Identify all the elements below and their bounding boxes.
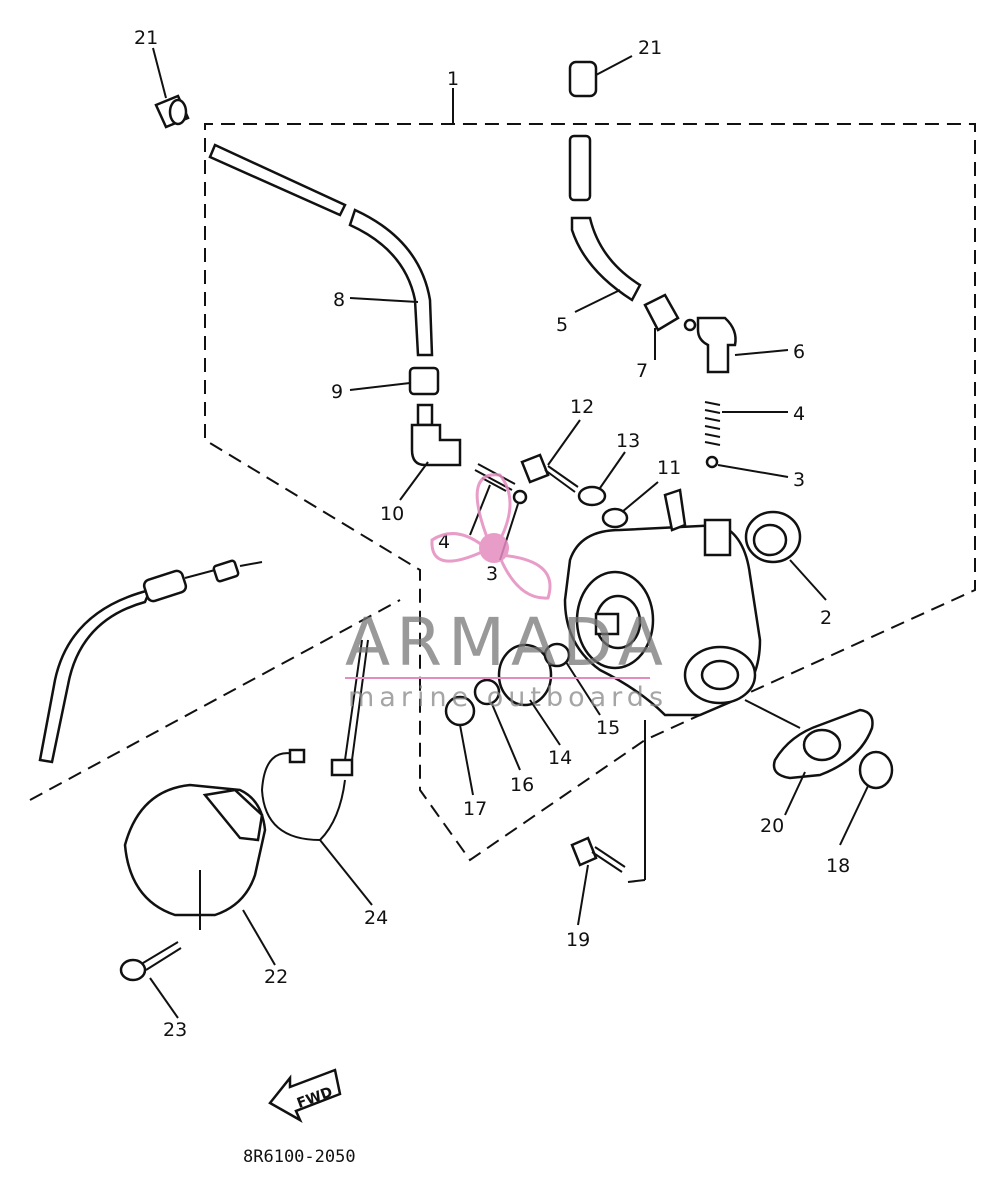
ball-3-left	[512, 489, 528, 505]
callout-21-left: 21	[134, 27, 158, 49]
callout-13: 13	[616, 430, 640, 452]
bolt-12	[520, 453, 579, 493]
oil-seal-2	[744, 510, 802, 564]
washer-13	[577, 485, 607, 507]
ball-3-right	[705, 455, 719, 469]
callout-18: 18	[826, 855, 850, 877]
callout-16: 16	[510, 774, 534, 796]
callout-7: 7	[636, 360, 648, 382]
washer-15	[543, 642, 571, 668]
cap-21-right	[568, 60, 598, 98]
diagram-code: 8R6100-2050	[243, 1147, 356, 1167]
washer-18	[858, 750, 894, 790]
spring-4-left	[474, 463, 516, 492]
assembly-boundary	[29, 88, 976, 862]
hose-clip-7	[643, 293, 680, 332]
spring-4-right	[704, 401, 721, 446]
callout-5: 5	[556, 314, 568, 336]
washer-11	[601, 507, 629, 529]
callout-1: 1	[447, 68, 459, 90]
bolt-19	[570, 836, 626, 873]
elbow-fitting-6	[683, 316, 737, 374]
callout-22: 22	[264, 966, 288, 988]
callout-10: 10	[380, 503, 404, 525]
callout-20: 20	[760, 815, 784, 837]
callout-19: 19	[566, 929, 590, 951]
callout-17: 17	[463, 798, 487, 820]
wire-harness-24	[260, 639, 369, 842]
callout-21-right: 21	[638, 37, 662, 59]
callout-2: 2	[820, 607, 832, 629]
callout-6: 6	[793, 341, 805, 363]
leader-lines	[149, 47, 869, 1019]
callout-15: 15	[596, 717, 620, 739]
callout-9: 9	[331, 381, 343, 403]
watermark-logo-icon	[430, 473, 552, 600]
hose-clip-9	[408, 366, 440, 396]
callout-12: 12	[570, 396, 594, 418]
watermark-subtitle: marine outboards	[348, 682, 668, 713]
callout-24: 24	[364, 907, 388, 929]
callout-3-left: 3	[486, 563, 498, 585]
callout-4-right: 4	[793, 403, 805, 425]
screw-23	[119, 941, 182, 982]
gasket-20	[772, 708, 874, 780]
callout-11: 11	[657, 457, 681, 479]
callout-8: 8	[333, 289, 345, 311]
diaphragm-14	[497, 643, 553, 707]
control-cable	[38, 559, 263, 764]
washer-16	[473, 678, 501, 706]
pump-cover-22	[123, 783, 267, 917]
elbow-joint-10	[410, 403, 462, 467]
fuel-hose-8	[208, 143, 434, 357]
callout-23: 23	[163, 1019, 187, 1041]
cap-21-left	[154, 94, 190, 129]
forward-arrow: FWD	[268, 1068, 342, 1123]
watermark: ARMADA marine outboards	[345, 473, 669, 713]
callout-numbers: 1 2 3 3 4 4 5 6 7 8 9 10 11 12 13 14 15 …	[134, 27, 850, 1041]
callout-14: 14	[548, 747, 572, 769]
fuel-pump-body	[563, 488, 762, 717]
fuel-hose-5	[568, 134, 642, 302]
watermark-title: ARMADA	[345, 604, 669, 681]
callout-3-right: 3	[793, 469, 805, 491]
